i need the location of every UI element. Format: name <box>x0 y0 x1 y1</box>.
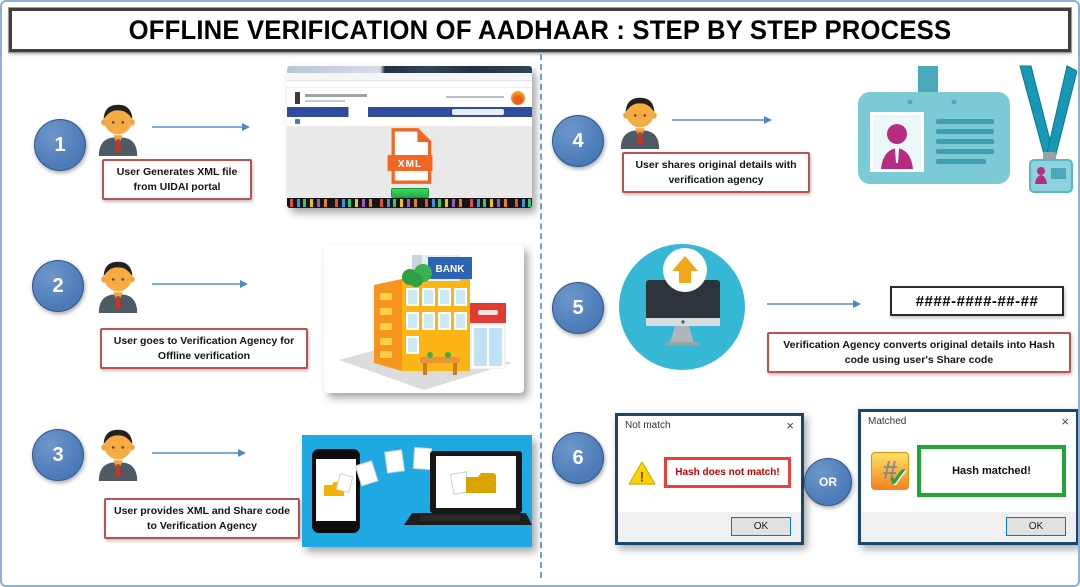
step-1-label: User Generates XML file from UIDAI porta… <box>102 159 252 201</box>
dialog-body: ! Hash does not match! <box>618 433 801 512</box>
center-divider <box>540 54 542 578</box>
bank-sign-text: BANK <box>436 264 466 275</box>
portal-subtitle-line <box>305 99 345 102</box>
step-4-number-badge: 4 <box>552 115 604 167</box>
dialog-titlebar: Matched × <box>861 412 1076 429</box>
portal-breadcrumb <box>287 117 532 128</box>
browser-tab-strip <box>287 66 532 73</box>
portal-nav-bar <box>287 107 532 118</box>
ok-button[interactable]: OK <box>731 517 791 536</box>
arrow-right-icon <box>152 123 250 131</box>
step-2-number-badge: 2 <box>32 260 84 312</box>
dialog-footer: OK <box>618 512 801 542</box>
person-icon <box>98 261 138 313</box>
ok-button[interactable]: OK <box>1006 517 1066 536</box>
download-button[interactable] <box>390 188 429 199</box>
arrow-right-icon <box>152 280 248 288</box>
svg-text:!: ! <box>640 468 645 484</box>
not-match-message: Hash does not match! <box>664 457 791 488</box>
step-4-label: User shares original details with verifi… <box>622 152 810 194</box>
arrow-right-icon <box>767 300 861 308</box>
dialog-title: Not match <box>625 420 671 431</box>
title-bar: OFFLINE VERIFICATION OF AADHAAR : STEP B… <box>8 7 1072 53</box>
person-icon <box>98 104 138 156</box>
browser-menu-bar <box>287 80 532 88</box>
emblem-logo <box>295 91 300 104</box>
or-badge: OR <box>804 458 852 506</box>
not-match-dialog: Not match × ! Hash does not match! OK <box>615 413 804 545</box>
hash-check-icon: # ✓ <box>871 451 909 492</box>
xml-badge-text: XML <box>397 159 422 170</box>
hash-code-box: ####-####-##-## <box>890 286 1064 316</box>
aadhaar-logo <box>511 90 525 105</box>
close-icon[interactable]: × <box>1061 414 1069 429</box>
xml-file-icon: XML <box>387 128 432 184</box>
windows-taskbar <box>287 198 532 208</box>
portal-search-box[interactable] <box>452 109 504 116</box>
step-5-label: Verification Agency converts original de… <box>767 332 1071 374</box>
step-3-number-badge: 3 <box>32 429 84 481</box>
check-icon: ✓ <box>887 461 909 492</box>
arrow-right-icon <box>152 449 246 457</box>
page-title: OFFLINE VERIFICATION OF AADHAAR : STEP B… <box>128 14 952 45</box>
uidai-portal-screenshot: XML <box>287 66 532 208</box>
step-2-label: User goes to Verification Agency for Off… <box>100 328 308 370</box>
user-person-icon <box>94 256 142 319</box>
dialog-title: Matched <box>868 416 907 427</box>
bank-building-icon: BANK <box>339 255 512 390</box>
dialog-titlebar: Not match × <box>618 416 801 433</box>
user-person-icon <box>94 99 142 162</box>
user-person-icon <box>616 92 664 155</box>
step-6-number-badge: 6 <box>552 432 604 484</box>
breadcrumb-icon <box>295 119 300 125</box>
id-card-icon <box>858 65 1078 193</box>
browser-address-bar <box>287 72 532 81</box>
file-transfer-illustration <box>302 435 532 547</box>
portal-title-line <box>305 93 367 97</box>
portal-content: XML <box>287 127 532 199</box>
matched-message: Hash matched! <box>917 444 1066 497</box>
verification-agency-building: BANK <box>324 245 524 393</box>
portal-header <box>287 87 532 108</box>
upload-computer-illustration <box>619 244 745 370</box>
matched-dialog: Matched × # ✓ Hash matched! OK <box>858 409 1078 545</box>
step-3-label: User provides XML and Share code to Veri… <box>104 498 300 540</box>
user-person-icon <box>94 424 142 487</box>
portal-links-line <box>446 95 504 98</box>
id-card-illustration <box>852 62 1078 207</box>
person-icon <box>98 429 138 481</box>
dialog-footer: OK <box>861 512 1076 542</box>
person-icon <box>620 97 660 149</box>
phone-to-laptop-icon <box>312 446 532 533</box>
arrow-right-icon <box>672 116 772 124</box>
dialog-body: # ✓ Hash matched! <box>861 429 1076 512</box>
upload-computer-icon <box>619 244 745 370</box>
step-1-number-badge: 1 <box>34 119 86 171</box>
warning-icon: ! <box>628 460 656 485</box>
step-5-number-badge: 5 <box>552 282 604 334</box>
close-icon[interactable]: × <box>786 418 794 433</box>
